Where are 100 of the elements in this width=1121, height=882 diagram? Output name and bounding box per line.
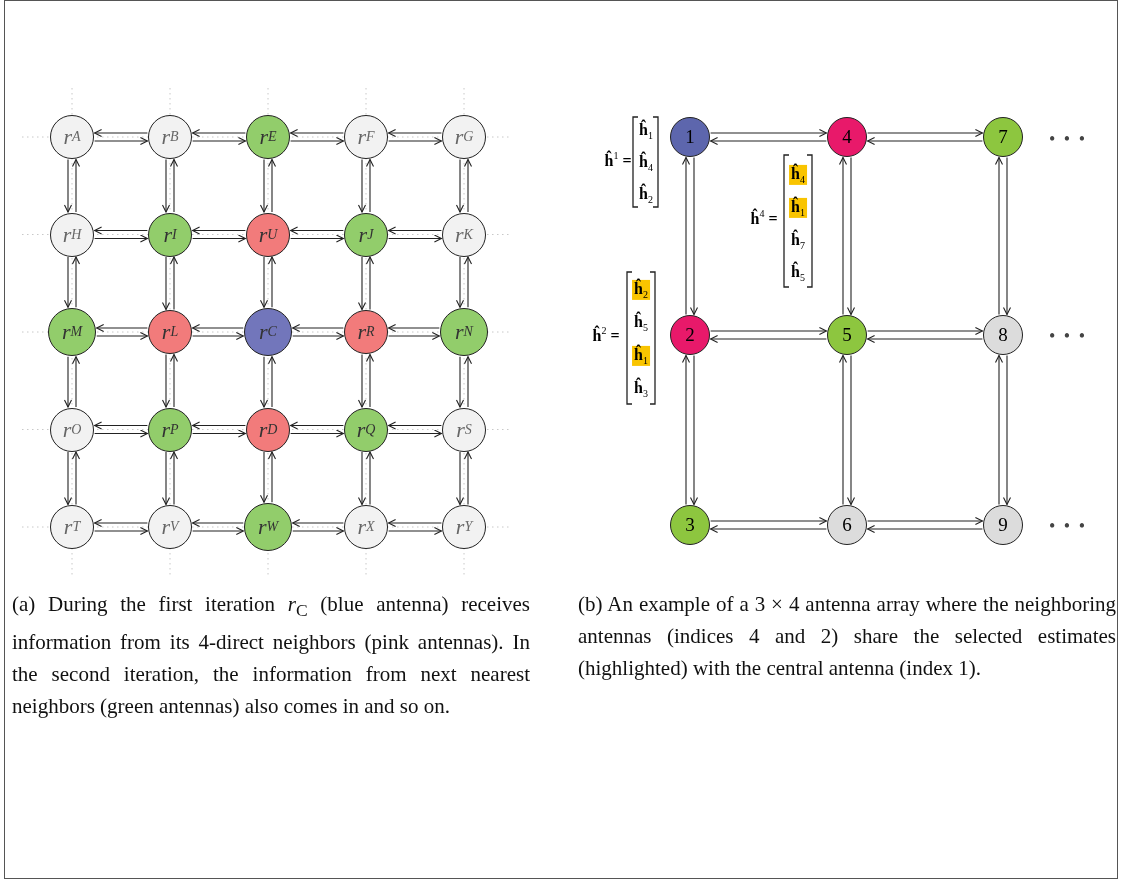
arrow (838, 157, 848, 315)
arrow (710, 326, 827, 336)
arrow (259, 256, 269, 308)
ellipsis: • • • (1049, 128, 1087, 150)
arrow (161, 451, 171, 505)
arrow (161, 256, 171, 310)
vector-entry: ĥ$_{3}$ (634, 378, 648, 400)
subfigure-caption: (a) During the first iteration r$_{C}$ (blue antenna) receives information from its 4-direct neighbors (pink antennas). In the second iteration, the information from next nearest neighbors (green antennas) also comes in and so on. (12, 591, 530, 721)
arrow (96, 331, 148, 341)
arrow (63, 451, 73, 505)
arrow (1002, 355, 1012, 505)
arrow (71, 356, 81, 408)
arrow (267, 159, 277, 213)
arrow (192, 136, 246, 146)
arrow (169, 451, 179, 505)
arrow (94, 136, 148, 146)
arrow (192, 226, 246, 235)
arrow (290, 136, 344, 146)
arrow (388, 226, 442, 235)
arrow (290, 421, 344, 430)
arrow (388, 429, 442, 438)
arrow (94, 234, 148, 243)
antenna-node: 8 (983, 315, 1023, 355)
arrow (681, 355, 691, 505)
arrow (192, 518, 244, 528)
arrow (455, 451, 465, 505)
arrow (365, 159, 375, 213)
arrow (161, 354, 171, 408)
arrow (388, 518, 442, 528)
antenna-node: 9 (983, 505, 1023, 545)
arrow (292, 526, 344, 536)
arrow (94, 226, 148, 235)
ellipsis: • • • (1049, 515, 1087, 537)
antenna-node: 7 (983, 117, 1023, 157)
arrow (357, 354, 367, 408)
arrow (689, 355, 699, 505)
arrow (94, 518, 148, 528)
arrow (192, 429, 246, 438)
vector-label: ĥ$^{2}$ = (592, 325, 620, 345)
arrow (710, 334, 827, 344)
vector-entry: ĥ$_{1}$ (639, 120, 653, 142)
arrow (846, 157, 856, 315)
arrow (994, 157, 1004, 315)
arrow (388, 136, 442, 146)
arrow (710, 516, 827, 526)
arrow (192, 128, 246, 138)
arrow (161, 159, 171, 213)
ellipsis: • • • (1049, 325, 1087, 347)
arrow (63, 256, 73, 308)
arrow (259, 159, 269, 213)
arrow (290, 234, 344, 243)
arrow (994, 355, 1004, 505)
arrow (71, 451, 81, 505)
arrow (463, 451, 473, 505)
arrow (1002, 157, 1012, 315)
vector-entry: ĥ$_{1}$ (632, 345, 650, 367)
arrow (71, 256, 81, 308)
arrow (192, 234, 246, 243)
arrow (267, 256, 277, 308)
arrow (867, 128, 983, 138)
antenna-node: 5 (827, 315, 867, 355)
vector-entry: ĥ$_{2}$ (632, 279, 650, 301)
arrow (94, 421, 148, 430)
arrow (169, 256, 179, 310)
arrow (192, 331, 244, 341)
vector-entry: ĥ$_{4}$ (789, 164, 807, 186)
arrow (388, 128, 442, 138)
vector-label: ĥ$^{4}$ = (750, 208, 778, 228)
vector-entry: ĥ$_{5}$ (634, 312, 648, 334)
vector-entry: ĥ$_{7}$ (791, 230, 805, 252)
arrow (463, 356, 473, 408)
antenna-node: 1 (670, 117, 710, 157)
arrow (63, 356, 73, 408)
subfigure-caption: (b) An example of a 3 × 4 antenna array where the neighboring antennas (indices 4 and 2) share the selected estimates (highlighted) with the central antenna (index 1). (578, 591, 1116, 682)
arrow (365, 354, 375, 408)
arrow (357, 451, 367, 505)
arrow (267, 451, 277, 503)
arrow (388, 526, 442, 536)
arrow (357, 256, 367, 310)
arrow (290, 128, 344, 138)
arrow (455, 356, 465, 408)
arrow (365, 451, 375, 505)
arrow (838, 355, 848, 505)
arrow (259, 451, 269, 503)
antenna-node: 6 (827, 505, 867, 545)
arrow (96, 323, 148, 333)
arrow (267, 356, 277, 408)
arrow (710, 524, 827, 534)
antenna-node: 4 (827, 117, 867, 157)
arrow (259, 356, 269, 408)
arrow (388, 331, 440, 341)
arrow (463, 256, 473, 308)
arrow (169, 159, 179, 213)
vector-entry: ĥ$_{1}$ (789, 197, 807, 219)
arrow (94, 128, 148, 138)
arrow (290, 226, 344, 235)
arrow (867, 326, 983, 336)
vector-entry: ĥ$_{5}$ (791, 262, 805, 284)
arrow (94, 526, 148, 536)
arrow (710, 128, 827, 138)
